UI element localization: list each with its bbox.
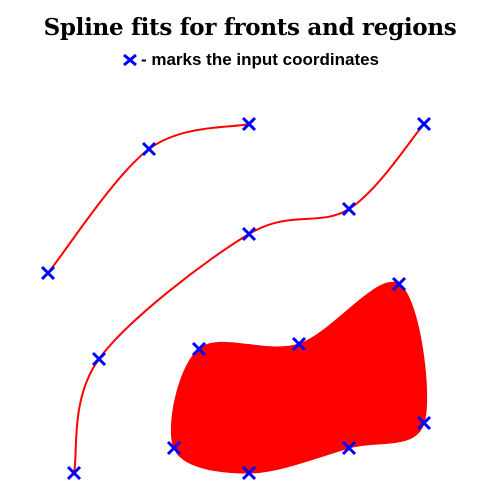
front-2-input-marker-4: [341, 201, 357, 217]
legend-text: - marks the input coordinates: [140, 50, 380, 69]
front-spline-1: [47, 123, 250, 274]
front-2-input-marker-2: [91, 351, 107, 367]
front-spline-2: [73, 123, 425, 474]
region-1-input-marker-2: [291, 336, 307, 352]
region-1-input-marker-4: [416, 415, 432, 431]
figure-title: Spline fits for fronts and regions: [43, 14, 457, 41]
front-1-input-marker-1: [40, 265, 56, 281]
front-1-input-marker-2: [141, 141, 157, 157]
front-2-input-marker-3: [241, 226, 257, 242]
x-marker-icon: [123, 53, 137, 67]
front-2-input-marker-5: [416, 116, 432, 132]
region-1-input-marker-5: [341, 440, 357, 456]
front-2-input-marker-1: [66, 465, 82, 481]
region-1-input-marker-3: [391, 276, 407, 292]
front-1-input-marker-3: [241, 116, 257, 132]
region-1-input-marker-1: [191, 341, 207, 357]
region-1-input-marker-7: [166, 440, 182, 456]
legend: - marks the input coordinates: [0, 50, 500, 70]
region-1-input-marker-6: [241, 465, 257, 481]
region-spline-1: [170, 281, 428, 474]
